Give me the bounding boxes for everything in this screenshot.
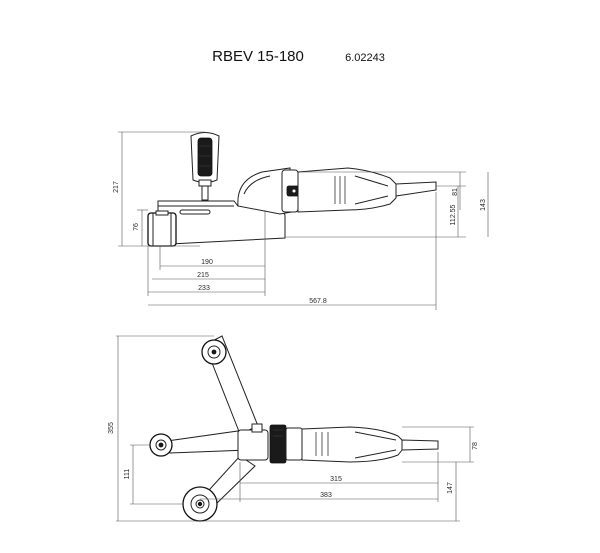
side-view: 217 76 81 112.55 143 190 215 233 567.8 (113, 131, 489, 310)
power-cable (395, 181, 437, 197)
gear-head (237, 167, 302, 215)
dim-81: 81 (452, 188, 459, 196)
dim-383: 383 (320, 492, 332, 499)
dim-567-8: 567.8 (309, 298, 327, 305)
dim-147: 147 (447, 482, 454, 494)
top-view: 355 111 78 147 315 383 (108, 335, 479, 522)
dim-112-55: 112.55 (450, 204, 457, 225)
dim-355: 355 (108, 422, 115, 434)
belt-roller (147, 210, 177, 247)
auxiliary-handle (190, 132, 220, 201)
dim-217: 217 (113, 181, 120, 193)
gear-head-top (237, 423, 303, 464)
dim-143: 143 (480, 199, 487, 211)
top-roller (201, 339, 227, 365)
dim-78: 78 (472, 442, 479, 450)
middle-roller (149, 433, 173, 457)
order-number: 6.02243 (345, 52, 385, 64)
drive-roller (182, 486, 218, 522)
dim-111: 111 (124, 469, 131, 480)
motor-housing (297, 167, 397, 213)
dim-190: 190 (201, 259, 213, 266)
dim-76: 76 (133, 223, 140, 231)
model-title: RBEV 15-180 (212, 48, 304, 65)
motor-top (301, 426, 403, 463)
dim-215: 215 (197, 272, 209, 279)
dim-233: 233 (198, 285, 210, 292)
dim-315: 315 (330, 476, 342, 483)
power-cable-top (401, 439, 439, 451)
